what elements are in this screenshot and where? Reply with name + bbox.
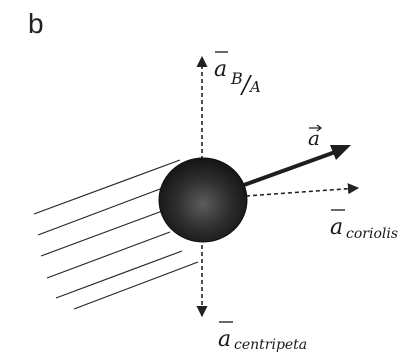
svg-text:a: a (214, 57, 227, 82)
trail-line-4 (46, 231, 171, 279)
svg-text:a: a (330, 215, 343, 240)
arrow-a-coriolis (245, 183, 360, 197)
ball (158, 157, 248, 243)
trail-line-6 (73, 261, 199, 310)
svg-text:a: a (308, 126, 320, 150)
label-a-coriolis: a coriolis (330, 209, 398, 242)
arrow-a (243, 145, 351, 187)
motion-trail-lines (33, 159, 199, 310)
trail-line-1 (33, 159, 181, 215)
trail-line-3 (40, 209, 166, 257)
label-a-centripeta: a centripeta (218, 321, 307, 353)
trail-line-5 (55, 250, 183, 299)
label-a-ba: a B / A (214, 51, 261, 99)
svg-text:centripeta: centripeta (234, 337, 307, 353)
label-a: a (308, 124, 322, 150)
svg-text:A: A (248, 78, 261, 96)
panel-letter: b (28, 8, 44, 39)
trail-line-2 (37, 185, 169, 236)
svg-text:/: / (240, 71, 253, 99)
svg-text:a: a (218, 327, 231, 352)
svg-text:coriolis: coriolis (346, 226, 398, 242)
svg-text:B: B (230, 69, 243, 88)
